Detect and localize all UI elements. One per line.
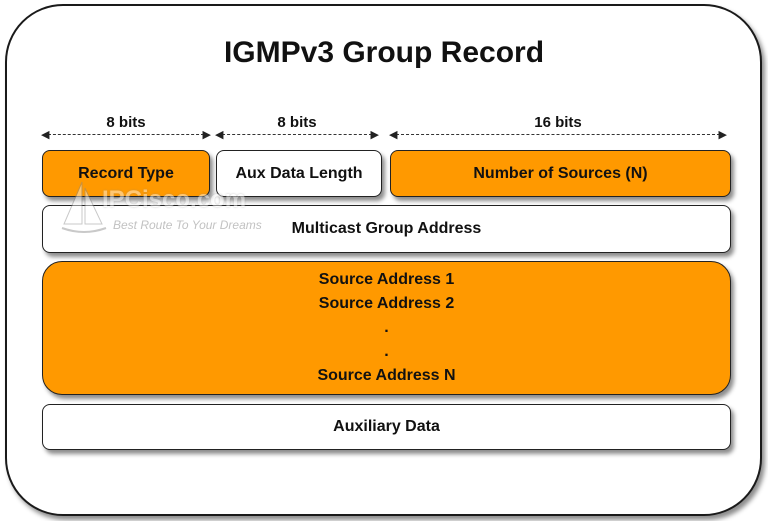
field-label: Multicast Group Address [291, 220, 482, 237]
field-source-addresses: Source Address 1 Source Address 2 . . So… [42, 261, 731, 395]
arrow-left-icon: ◀ [389, 128, 398, 141]
bit-width-indicator-aux-data-length: 8 bits ◀ ▶ [215, 111, 379, 145]
arrow-right-icon: ▶ [202, 128, 211, 141]
field-record-type: Record Type [42, 150, 210, 197]
diagram-title: IGMPv3 Group Record [223, 36, 545, 69]
arrow-left-icon: ◀ [215, 128, 224, 141]
field-label: Number of Sources (N) [473, 164, 648, 182]
ellipsis-dot: . [384, 343, 389, 360]
arrow-right-icon: ▶ [370, 128, 379, 141]
field-label: Aux Data Length [235, 164, 363, 182]
field-label: Auxiliary Data [333, 418, 440, 435]
source-address-line: Source Address N [317, 367, 456, 384]
ipcisco-watermark: IPCisco.com Best Route To Your Dreams [60, 180, 270, 240]
bit-width-label: 16 bits [534, 114, 582, 131]
field-aux-data-length: Aux Data Length [216, 150, 382, 197]
bit-width-indicator-number-of-sources: 16 bits ◀ ▶ [389, 111, 727, 145]
bit-width-label: 8 bits [106, 114, 146, 131]
bit-width-label: 8 bits [277, 114, 317, 131]
watermark-slogan: Best Route To Your Dreams [113, 218, 262, 232]
field-label: Record Type [78, 164, 174, 182]
sailboat-logo-icon [61, 181, 107, 233]
field-auxiliary-data: Auxiliary Data [42, 404, 731, 450]
watermark-name: IPCisco.com [102, 186, 247, 213]
dashed-line [222, 134, 372, 135]
dashed-line [48, 134, 204, 135]
arrow-right-icon: ▶ [718, 128, 727, 141]
field-number-of-sources: Number of Sources (N) [390, 150, 731, 197]
ellipsis-dot: . [384, 319, 389, 336]
bit-width-indicator-record-type: 8 bits ◀ ▶ [41, 111, 211, 145]
field-multicast-group-address: Multicast Group Address [42, 205, 731, 253]
arrow-left-icon: ◀ [41, 128, 50, 141]
source-address-line: Source Address 1 [318, 271, 455, 288]
dashed-line [396, 134, 720, 135]
source-address-line: Source Address 2 [318, 295, 455, 312]
